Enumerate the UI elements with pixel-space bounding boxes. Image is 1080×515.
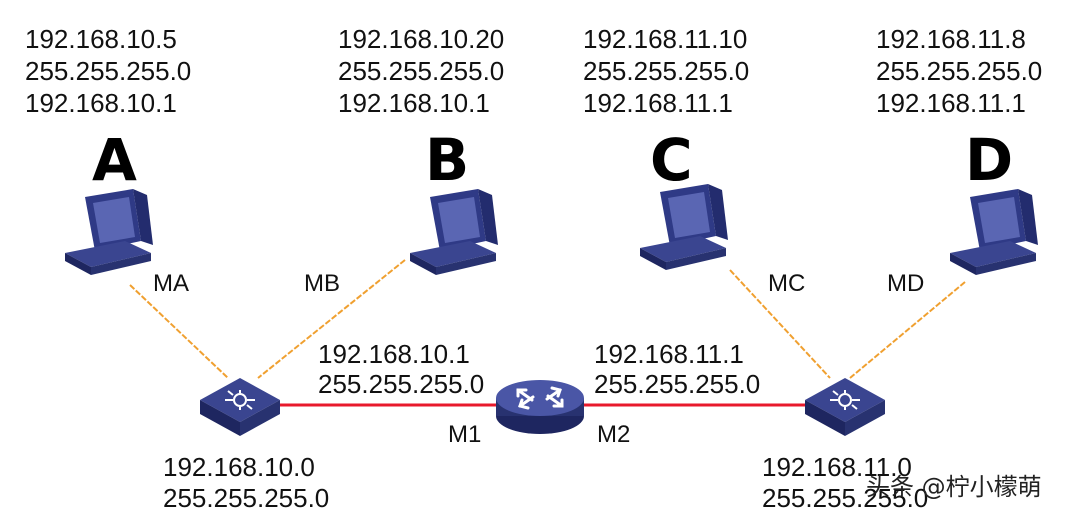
host-a-ip: 192.168.10.5 [25,24,177,54]
link-d-switch2 [849,281,966,379]
host-a-label: A [92,126,137,194]
host-c-gateway: 192.168.11.1 [583,88,733,118]
switch-right-network: 192.168.11.0 [762,452,912,482]
mac-label-d: MD [887,270,925,297]
switch-left-mask: 255.255.255.0 [163,483,330,513]
host-b-mask: 255.255.255.0 [338,56,505,86]
switch-icon-left [200,378,280,436]
host-d-ip: 192.168.11.8 [876,24,1026,54]
router-right-ip: 192.168.11.1 [594,339,744,369]
mac-label-a: MA [153,270,189,297]
host-d-gateway: 192.168.11.1 [876,88,1026,118]
router-left-mask: 255.255.255.0 [318,369,485,399]
host-b-label: B [425,126,470,194]
link-a-switch1 [129,284,229,379]
switch-left-network: 192.168.10.0 [163,452,315,482]
link-b-switch1 [257,259,406,379]
host-a-mask: 255.255.255.0 [25,56,192,86]
host-c-ip: 192.168.11.10 [583,24,748,54]
router-port-m1: M1 [448,421,482,448]
link-c-switch2 [729,269,831,379]
router-right-mask: 255.255.255.0 [594,369,761,399]
host-d-label: D [965,126,1014,194]
router-icon [496,380,584,434]
switch-right-mask: 255.255.255.0 [762,483,929,513]
mac-label-b: MB [304,270,340,297]
router-left-ip: 192.168.10.1 [318,339,470,369]
router-port-m2: M2 [597,421,631,448]
computer-icon-c [640,184,728,270]
host-d-mask: 255.255.255.0 [876,56,1043,86]
host-b-gateway: 192.168.10.1 [338,88,490,118]
watermark: 头条 @柠小檬萌 [866,473,1042,501]
host-c-mask: 255.255.255.0 [583,56,750,86]
computer-icon-b [410,189,498,275]
mac-label-c: MC [768,270,806,297]
host-c-label: C [650,126,693,194]
host-a-gateway: 192.168.10.1 [25,88,177,118]
host-b-ip: 192.168.10.20 [338,24,505,54]
computer-icon-a [65,189,153,275]
switch-icon-right [805,378,885,436]
computer-icon-d [950,189,1038,275]
